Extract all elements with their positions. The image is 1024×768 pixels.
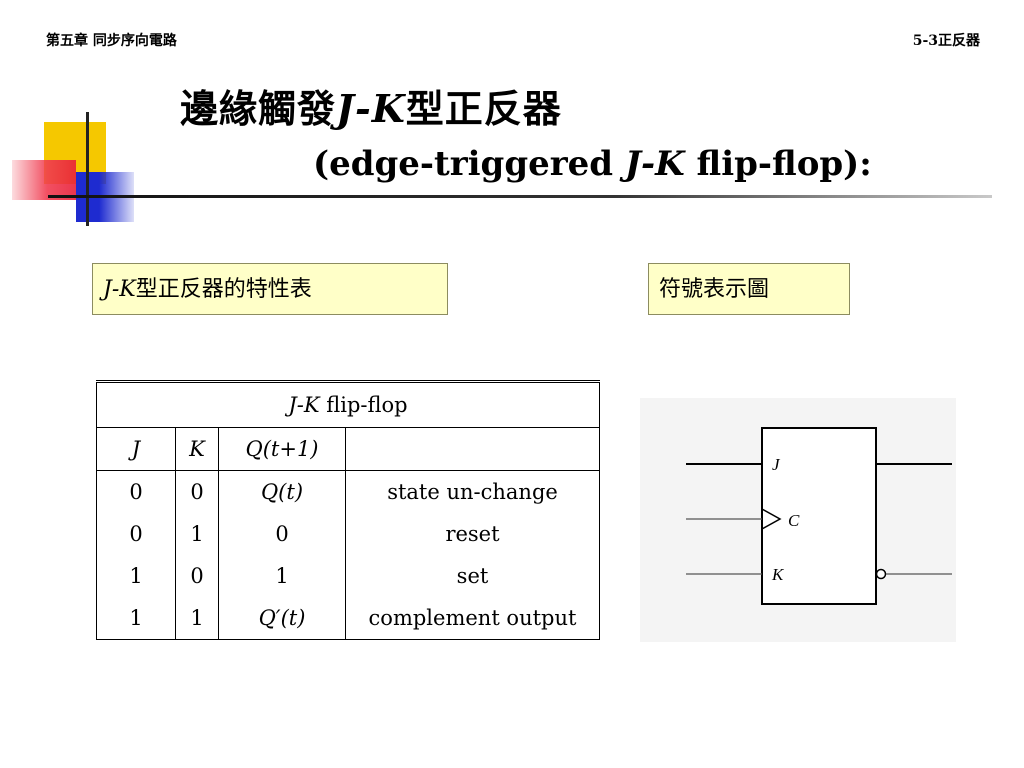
title-suffix: 型正反器 bbox=[405, 86, 562, 131]
table-header-row: J K Q(t+1) bbox=[96, 427, 600, 471]
pin-k-label: K bbox=[771, 565, 785, 584]
cell: 1 bbox=[175, 513, 219, 555]
subtitle-open: (edge-triggered bbox=[313, 144, 625, 184]
cell: 0 bbox=[129, 480, 143, 504]
cell: 1 bbox=[175, 597, 219, 640]
label-italic: J-K bbox=[103, 277, 136, 302]
table-row: 0 0 Q(t) state un-change bbox=[97, 470, 600, 513]
cell: reset bbox=[345, 513, 600, 555]
table-row: 1 1 Q′(t) complement output bbox=[97, 597, 600, 640]
cell: 1 bbox=[218, 555, 346, 597]
inverter-bubble-icon bbox=[875, 568, 887, 580]
cell: Q′(t) bbox=[218, 597, 346, 640]
cell: complement output bbox=[345, 597, 600, 640]
characteristic-table: J-K flip-flop J K Q(t+1) 0 0 Q(t) state … bbox=[96, 380, 600, 640]
cell: 0 bbox=[218, 513, 346, 555]
header-j: J bbox=[96, 427, 176, 471]
title-prefix: 邊緣觸發 bbox=[180, 86, 337, 131]
section-header: 5-3正反器 bbox=[912, 33, 980, 49]
slide-subtitle: (edge-triggered J-K flip-flop): bbox=[313, 144, 872, 184]
subtitle-italic: J-K bbox=[624, 144, 685, 184]
cell: set bbox=[345, 555, 600, 597]
cell: 0 bbox=[175, 555, 219, 597]
characteristic-table-label: J-K型正反器的特性表 bbox=[92, 263, 448, 315]
jk-symbol-svg: J C K bbox=[686, 427, 952, 605]
pin-c-label: C bbox=[788, 511, 800, 530]
header-q-next: Q(t+1) bbox=[218, 427, 346, 471]
decor-vertical-line bbox=[86, 112, 89, 226]
table-row: 0 1 0 reset bbox=[97, 513, 600, 555]
cell: state un-change bbox=[345, 470, 600, 513]
title-italic: J-K bbox=[336, 86, 406, 131]
header-k: K bbox=[175, 427, 219, 471]
title-underline bbox=[48, 195, 992, 198]
cell: 1 bbox=[129, 564, 143, 588]
header-description bbox=[345, 427, 600, 471]
subtitle-close: flip-flop): bbox=[684, 144, 872, 184]
symbol-label: 符號表示圖 bbox=[648, 263, 850, 315]
caption-italic: J-K bbox=[288, 393, 320, 417]
cell: 0 bbox=[175, 470, 219, 513]
table-row: 1 0 1 set bbox=[97, 555, 600, 597]
cell: Q(t) bbox=[218, 470, 346, 513]
table-caption: J-K flip-flop bbox=[96, 381, 600, 428]
pin-j-label: J bbox=[772, 455, 781, 474]
chapter-header: 第五章 同步序向電路 bbox=[46, 33, 177, 49]
caption-text: flip-flop bbox=[319, 393, 408, 417]
cell: 0 bbox=[129, 522, 143, 546]
flip-flop-body bbox=[761, 427, 877, 605]
jk-flip-flop-symbol: J C K bbox=[640, 398, 956, 642]
slide-title: 邊緣觸發J-K型正反器 bbox=[180, 78, 562, 133]
cell: 1 bbox=[129, 606, 143, 630]
clock-triangle-icon bbox=[761, 508, 782, 530]
label-text: 型正反器的特性表 bbox=[135, 277, 312, 302]
decor-red-square bbox=[12, 160, 76, 200]
